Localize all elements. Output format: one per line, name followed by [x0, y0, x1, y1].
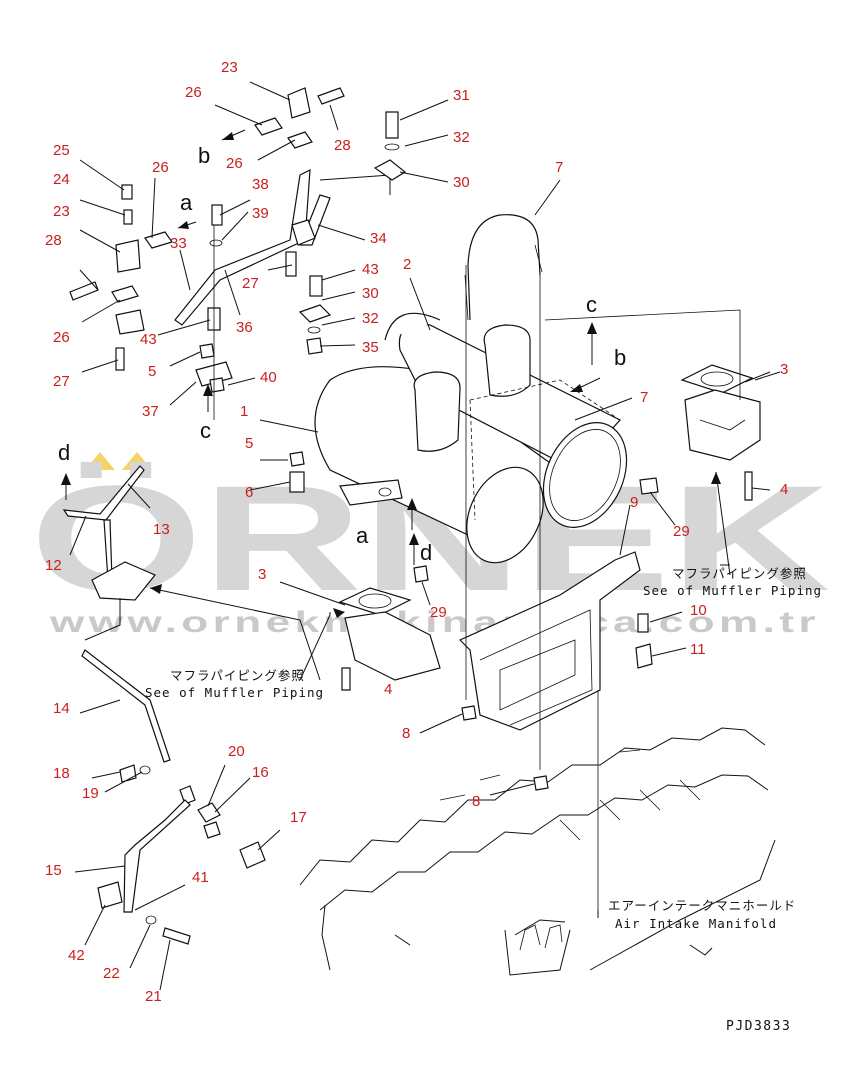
callout-3-right: 3 [780, 361, 788, 378]
note-muffler-en-right: See of Muffler Piping [643, 583, 822, 598]
view-ref-d-mid: d [420, 540, 432, 565]
view-arrows [61, 129, 721, 618]
note-muffler-jp-left: マフラパイピング参照 [170, 668, 305, 683]
engine-block-outline [299, 727, 776, 976]
callout-7-top: 7 [555, 159, 563, 176]
leader-lines [69, 81, 781, 991]
callout-21: 21 [145, 988, 162, 1005]
callout-37: 37 [142, 403, 159, 420]
note-manifold-en: Air Intake Manifold [615, 916, 777, 931]
callout-28-left: 28 [45, 232, 62, 249]
callout-7-right: 7 [640, 389, 648, 406]
callout-32-mid: 32 [362, 310, 379, 327]
callout-4-right: 4 [780, 481, 788, 498]
view-ref-d-left: d [58, 440, 70, 465]
callout-22: 22 [103, 965, 120, 982]
callout-25: 25 [53, 142, 70, 159]
view-ref-b-right: b [614, 345, 626, 370]
note-muffler-en-left: See of Muffler Piping [145, 685, 324, 700]
reference-notes: マフラパイピング参照 See of Muffler Piping マフラパイピン… [145, 566, 822, 1034]
callout-14: 14 [53, 700, 70, 717]
callout-24: 24 [53, 171, 70, 188]
callout-43-left: 43 [140, 331, 157, 348]
view-ref-c-top: c [586, 292, 597, 317]
view-ref-c-mid: c [200, 418, 211, 443]
callout-33: 33 [170, 235, 187, 252]
callout-15: 15 [45, 862, 62, 879]
callout-26-bottom-left: 26 [53, 329, 70, 346]
callout-2: 2 [403, 256, 411, 273]
view-reference-letters: b a c b c d a d [58, 143, 626, 565]
view-ref-a-mid: a [356, 523, 369, 548]
callout-13: 13 [153, 521, 170, 538]
callout-8-lower: 8 [472, 793, 480, 810]
callout-23-left: 23 [53, 203, 70, 220]
callout-27-left: 27 [53, 373, 70, 390]
callout-4-left: 4 [384, 681, 392, 698]
drawing-code: PJD3833 [726, 1019, 791, 1034]
callout-18: 18 [53, 765, 70, 782]
callout-10: 10 [690, 602, 707, 619]
callout-11: 11 [690, 641, 706, 658]
view-ref-b-top: b [198, 143, 210, 168]
callout-1: 1 [240, 403, 248, 420]
callout-42: 42 [68, 947, 85, 964]
callout-30-mid: 30 [362, 285, 379, 302]
callout-27-mid: 27 [242, 275, 259, 292]
callout-labels: 23 26 26 28 31 32 30 25 26 38 24 39 23 3… [45, 59, 788, 1005]
callout-9: 9 [630, 494, 638, 511]
muffler-assembly [289, 214, 761, 910]
callout-20: 20 [228, 743, 245, 760]
callout-23-top: 23 [221, 59, 238, 76]
note-muffler-jp-right: マフラパイピング参照 [672, 566, 807, 581]
callout-8-upper: 8 [402, 725, 410, 742]
lower-piping [62, 465, 266, 945]
callout-5-mid: 5 [245, 435, 253, 452]
callout-38: 38 [252, 176, 269, 193]
callout-34: 34 [370, 230, 387, 247]
callout-6: 6 [245, 484, 253, 501]
callout-26-top: 26 [185, 84, 202, 101]
note-manifold-jp: エアーインテークマニホールド [608, 898, 796, 913]
callout-30-top: 30 [453, 174, 470, 191]
watermark-accent-icon [85, 452, 152, 470]
callout-32-top: 32 [453, 129, 470, 146]
watermark-url: www.ornekmakinaparca.com.tr [49, 606, 820, 639]
callout-39: 39 [252, 205, 269, 222]
callout-26-mid: 26 [226, 155, 243, 172]
callout-29-mid: 29 [430, 604, 447, 621]
callout-29-right: 29 [673, 523, 690, 540]
callout-19: 19 [82, 785, 99, 802]
upper-piping [69, 87, 407, 420]
callout-28-top: 28 [334, 137, 351, 154]
callout-12: 12 [45, 557, 62, 574]
callout-3-left: 3 [258, 566, 266, 583]
callout-43-right: 43 [362, 261, 379, 278]
callout-41: 41 [192, 869, 209, 886]
callout-5-left: 5 [148, 363, 156, 380]
callout-26-left: 26 [152, 159, 169, 176]
callout-35: 35 [362, 339, 379, 356]
callout-17: 17 [290, 809, 307, 826]
callout-36: 36 [236, 319, 253, 336]
view-ref-a-top: a [180, 190, 193, 215]
callout-40: 40 [260, 369, 277, 386]
callout-31: 31 [453, 87, 470, 104]
callout-16: 16 [252, 764, 269, 781]
